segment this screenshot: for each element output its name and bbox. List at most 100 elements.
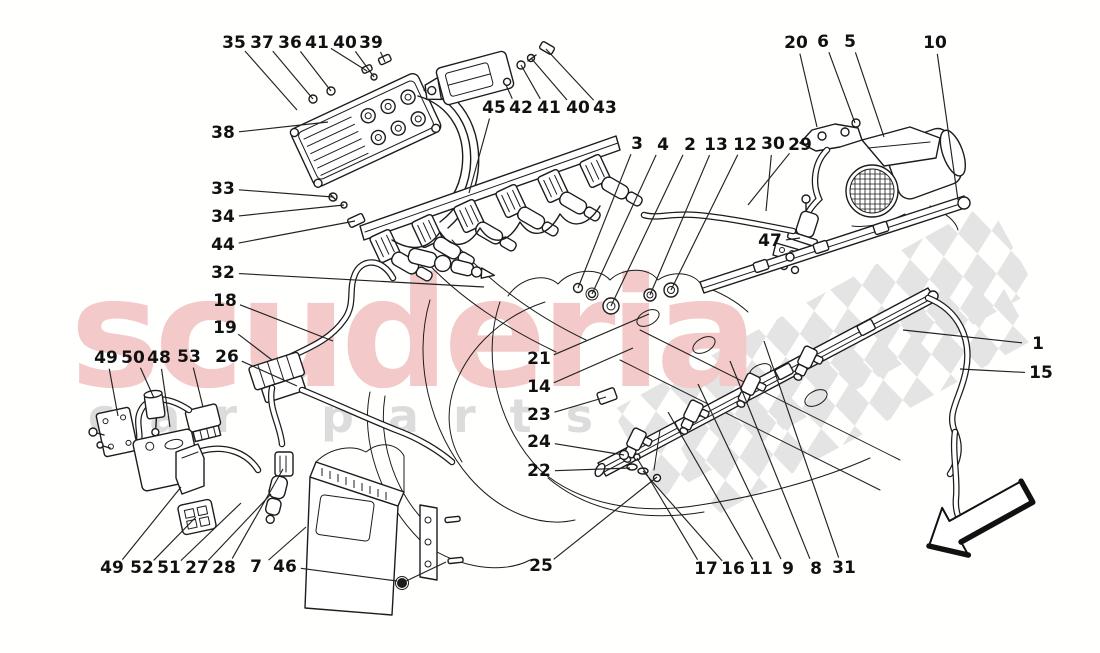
part-number-44: 44 [211, 235, 235, 255]
part-number-50: 50 [121, 348, 145, 368]
leader-line [192, 367, 204, 408]
callout-25: 25 [529, 476, 658, 576]
spark-plug-extension [407, 247, 496, 279]
part-number-24: 24 [527, 432, 551, 452]
leader-line [241, 360, 298, 387]
injector [793, 345, 824, 381]
callout-27: 27 [185, 493, 272, 578]
part-number-37: 37 [250, 33, 274, 53]
callout-30: 30 [761, 134, 785, 212]
callout-32: 32 [211, 263, 485, 288]
part-number-51: 51 [157, 558, 181, 578]
part-number-17: 17 [694, 559, 718, 579]
leader-line [765, 154, 772, 212]
part-number-22: 22 [527, 461, 551, 481]
leader-line [108, 368, 119, 417]
callout-7: 7 [250, 526, 307, 577]
callout-12: 12 [670, 135, 757, 291]
leader-line [610, 154, 684, 307]
leader-line [401, 561, 447, 584]
coil-assembly [495, 183, 559, 237]
part-number-14: 14 [527, 377, 551, 397]
leader-line [763, 340, 840, 558]
leader-line [729, 360, 811, 560]
leader-line [238, 204, 345, 217]
coil-assembly [579, 153, 643, 207]
leader-line [153, 516, 197, 561]
part-number-5: 5 [844, 32, 856, 52]
injector [736, 372, 767, 408]
callout-50: 50 [121, 348, 155, 399]
callout-10: 10 [923, 33, 959, 201]
part-number-35: 35 [222, 33, 246, 53]
coil-assembly [453, 198, 517, 252]
part-number-16: 16 [721, 559, 745, 579]
leader-line [379, 51, 386, 63]
part-number-34: 34 [211, 207, 235, 227]
leader-line [799, 53, 818, 128]
callout-29: 29 [747, 135, 812, 206]
callout-34: 34 [211, 204, 345, 227]
part-number-33: 33 [211, 179, 235, 199]
coil-rail [328, 135, 643, 282]
leader-line [554, 467, 631, 472]
part-number-20: 20 [784, 33, 808, 53]
callout-52: 52 [130, 516, 197, 578]
air-filter-box [861, 126, 941, 167]
callout-42: 42 [505, 84, 533, 118]
check-valve-47 [640, 146, 831, 275]
leader-line [268, 526, 307, 561]
leader-line [936, 53, 959, 201]
sensor-cap-50 [143, 389, 166, 437]
leader-line [237, 333, 273, 361]
callout-21: 21 [527, 313, 650, 369]
callout-47: 47 [758, 231, 801, 251]
leader-line [272, 50, 314, 100]
leader-line [238, 189, 334, 198]
callout-18: 18 [213, 291, 334, 342]
leader-line [553, 476, 658, 560]
callout-53: 53 [177, 347, 204, 408]
relay-module-45 [424, 41, 556, 106]
leader-line [231, 468, 284, 559]
callout-2: 2 [610, 135, 696, 307]
callout-9: 9 [697, 383, 794, 579]
part-number-39: 39 [359, 33, 383, 53]
callout-31: 31 [763, 340, 856, 578]
pump-bracket-20 [799, 123, 863, 152]
callout-51: 51 [157, 502, 242, 578]
part-number-4: 4 [657, 135, 669, 155]
callout-37: 37 [250, 33, 314, 100]
leader-line [577, 153, 632, 289]
fuel-rail-lower [594, 287, 939, 478]
callout-45: 45 [468, 98, 506, 194]
part-number-47: 47 [758, 231, 782, 251]
leader-line [180, 502, 242, 562]
coil-27-28 [264, 451, 294, 525]
leader-line [902, 329, 1023, 344]
part-number-18: 18 [213, 291, 237, 311]
callout-16: 16 [642, 470, 745, 579]
bracket-51 [175, 443, 205, 495]
part-number-9: 9 [782, 559, 794, 579]
part-number-32: 32 [211, 263, 235, 283]
callout-40: 40 [530, 57, 590, 118]
direction-arrow [926, 478, 1036, 558]
part-number-49: 49 [94, 348, 118, 368]
leader-line [139, 367, 155, 399]
part-number-26: 26 [215, 347, 239, 367]
leader-line [785, 237, 801, 241]
leader-line [854, 52, 885, 138]
leader-line [505, 84, 513, 100]
leader-line [520, 64, 541, 100]
part-number-3: 3 [631, 134, 643, 154]
part-number-25: 25 [529, 556, 553, 576]
part-number-49: 49 [100, 558, 124, 578]
leader-line [642, 470, 723, 562]
leader-line [667, 411, 754, 560]
callout-14: 14 [527, 347, 634, 397]
part-number-8: 8 [810, 559, 822, 579]
part-number-38: 38 [211, 123, 235, 143]
